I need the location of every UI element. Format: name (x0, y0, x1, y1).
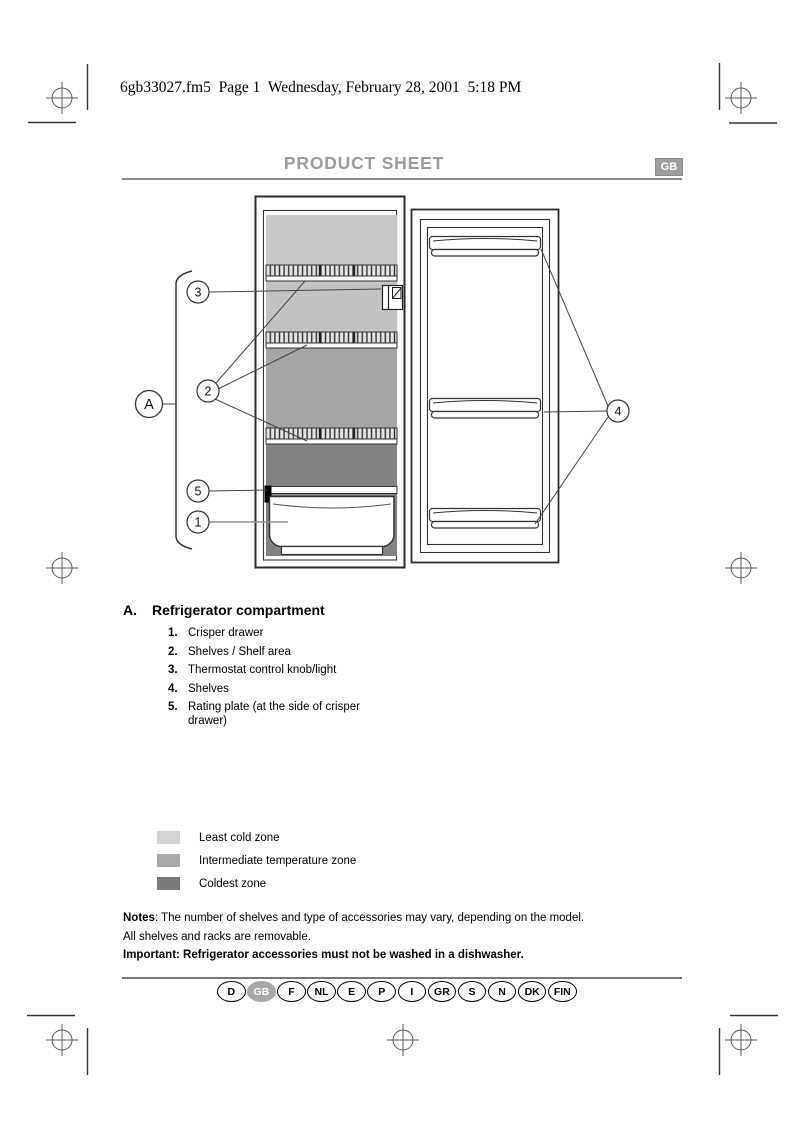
legend-row: Least cold zone (157, 826, 356, 849)
legend-swatch-coldest (157, 877, 180, 890)
svg-text:4: 4 (615, 405, 622, 419)
item-text: Thermostat control knob/light (188, 664, 337, 676)
footer-rule (122, 977, 682, 979)
item-text: Rating plate (at the side of crisper dra… (188, 701, 360, 727)
legend-row: Coldest zone (157, 872, 356, 895)
svg-text:A: A (144, 397, 154, 413)
language-pill-i: I (397, 981, 427, 1002)
refrigerator-diagram: A 3 2 5 1 4 (134, 195, 630, 569)
registration-mark (725, 82, 757, 114)
zone-legend: Least cold zone Intermediate temperature… (157, 826, 356, 895)
document-imprint: 6gb33027.fm5 Page 1 Wednesday, February … (120, 79, 522, 96)
legend-row: Intermediate temperature zone (157, 849, 356, 872)
list-item: 4. Shelves (168, 682, 370, 696)
item-number: 5. (168, 701, 178, 713)
language-pill-dk: DK (517, 981, 547, 1002)
list-item: 1. Crisper drawer (168, 626, 370, 640)
door-rack-bottom (428, 507, 542, 529)
section-title: Refrigerator compartment (152, 602, 325, 618)
language-pill-fin: FIN (548, 981, 577, 1002)
legend-swatch-least-cold (157, 831, 180, 844)
fridge-door (410, 208, 560, 564)
registration-mark (46, 552, 78, 584)
item-number: 3. (168, 664, 178, 676)
legend-label: Intermediate temperature zone (199, 854, 357, 867)
item-number: 4. (168, 682, 178, 695)
section-letter: A. (123, 602, 137, 618)
legend-label: Least cold zone (199, 831, 280, 844)
language-pill-nl: NL (307, 981, 336, 1002)
callout-compartment: A (134, 389, 164, 419)
item-number: 1. (168, 627, 178, 639)
language-pill-gr: GR (427, 981, 457, 1002)
item-text: Shelves (188, 682, 229, 695)
language-pill-n: N (487, 981, 517, 1002)
language-pill-gb: GB (247, 981, 276, 1002)
rating-plate-mark (264, 485, 272, 503)
fridge-cabinet (254, 195, 406, 569)
callout-lines (162, 248, 609, 550)
notes-line-1: Notes: The number of shelves and type of… (123, 909, 689, 928)
door-rack-top (428, 235, 542, 257)
svg-text:3: 3 (195, 286, 202, 300)
notes-important: Important: Refrigerator accessories must… (123, 949, 524, 962)
thermostat-icon (381, 284, 404, 311)
page-title: PRODUCT SHEET (283, 153, 445, 173)
notes-line-2: All shelves and racks are removable. (123, 930, 311, 943)
compartment-bracket (175, 270, 193, 550)
notes-text: : The number of shelves and type of acce… (154, 912, 585, 924)
callout-door-shelves: 4 (606, 399, 630, 423)
language-badge: GB (655, 158, 683, 176)
item-text: Shelves / Shelf area (188, 645, 291, 658)
callout-shelves: 2 (196, 379, 220, 403)
legend-swatch-intermediate (157, 854, 180, 867)
registration-mark (725, 552, 757, 584)
notes-label: Notes (123, 912, 155, 924)
section-heading: A. Refrigerator compartment (123, 602, 325, 618)
wire-shelf-1 (265, 264, 398, 282)
wire-shelf-3 (265, 427, 398, 445)
language-pill-e: E (337, 981, 366, 1002)
svg-text:2: 2 (205, 385, 212, 399)
door-rack-middle (428, 397, 542, 419)
least-cold-zone (266, 215, 397, 265)
callout-thermostat: 3 (186, 280, 210, 304)
item-number: 2. (168, 645, 178, 658)
title-rule (122, 178, 682, 180)
crisper-drawer (268, 495, 395, 556)
svg-text:1: 1 (195, 516, 202, 530)
notes-block: Notes: The number of shelves and type of… (123, 909, 689, 965)
list-item: 5. Rating plate (at the side of crisper … (168, 700, 370, 728)
registration-mark (46, 1024, 78, 1056)
registration-mark (46, 82, 78, 114)
list-item: 3. Thermostat control knob/light (168, 663, 370, 677)
language-pill-f: F (277, 981, 306, 1002)
language-pill-d: D (217, 981, 246, 1002)
callout-rating-plate: 5 (186, 479, 210, 503)
language-selector-row: D GB F NL E P I GR S N DK FIN (217, 981, 577, 1002)
callout-crisper: 1 (186, 510, 210, 534)
item-text: Crisper drawer (188, 627, 264, 639)
parts-list: 1. Crisper drawer 2. Shelves / Shelf are… (168, 626, 370, 733)
svg-text:5: 5 (195, 485, 202, 499)
crisper-cover-shelf (265, 486, 398, 494)
language-pill-s: S (457, 981, 487, 1002)
registration-mark (387, 1024, 419, 1056)
registration-mark (725, 1024, 757, 1056)
wire-shelf-2 (265, 331, 398, 349)
language-pill-p: P (367, 981, 396, 1002)
intermediate-zone (266, 348, 397, 428)
list-item: 2. Shelves / Shelf area (168, 645, 370, 659)
legend-label: Coldest zone (199, 877, 267, 890)
